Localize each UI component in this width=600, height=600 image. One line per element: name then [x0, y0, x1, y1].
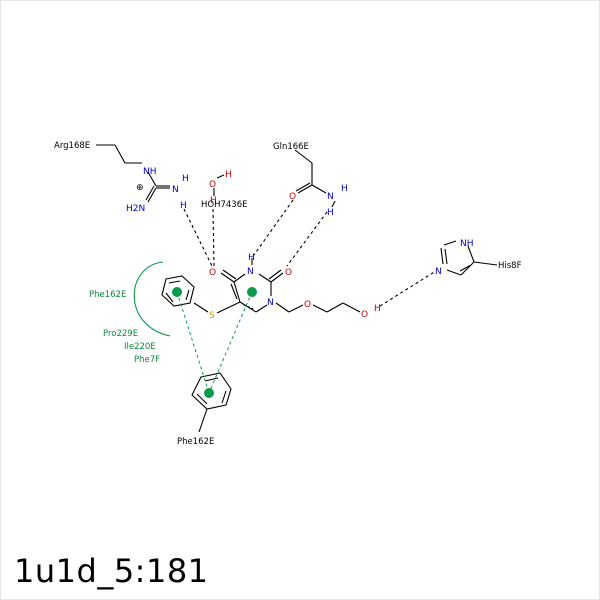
hydroxyl-o-label: O: [361, 310, 368, 320]
hydrophobic-arc: [133, 261, 171, 337]
hydrophobic-label-1: Pro229E: [103, 329, 138, 339]
ring-h-label: H: [248, 253, 255, 263]
hydrogen-bonds: [183, 199, 437, 307]
arg-charge-icon: ⊕: [136, 183, 144, 193]
hbond-gln-o: [286, 211, 328, 267]
hbond-gln-nh: [253, 199, 294, 256]
arg-h2-label: H: [180, 201, 187, 211]
hydrophobic-label-2: Ile220E: [124, 342, 156, 352]
gln-h1-label: H: [341, 184, 348, 194]
ether-o-label: O: [304, 300, 311, 310]
gln-sidechain: [294, 149, 336, 208]
ring-n1-label: N: [247, 267, 254, 277]
ligand-phenyl-ring: [161, 275, 209, 313]
hydroxyl-h-label: H: [374, 304, 381, 314]
arg-n-label: N: [172, 185, 179, 195]
water-h1-label: H: [225, 170, 232, 180]
arg-sidechain: [96, 144, 170, 203]
hydrophobic-label-3: Phe7F: [134, 355, 160, 365]
gln-n-label: N: [327, 192, 334, 202]
gln-h2-label: H: [327, 208, 334, 218]
hydrophobic-label-0: Phe162E: [89, 290, 126, 300]
gln-label: Gln166E: [273, 142, 309, 152]
pyrimidine-ring: [216, 258, 361, 314]
arg-nh2-label: H2N: [126, 204, 145, 214]
diagram-title: 1u1d_5:181: [14, 552, 209, 590]
hbond-arg-o: [183, 208, 213, 267]
water-label: HOH7436E: [201, 200, 247, 210]
his-n-label: N: [435, 267, 442, 277]
his-label: His8F: [498, 261, 522, 271]
hbond-water-o: [212, 208, 215, 267]
water: [213, 174, 225, 196]
phe-bottom-label: Phe162E: [177, 437, 214, 447]
gln-o-label: O: [289, 192, 296, 202]
pi-stacking: [176, 291, 253, 394]
hbond-his-oh: [379, 270, 437, 307]
phe-bottom-ring: [191, 372, 232, 433]
sulfur-label: S: [209, 311, 215, 321]
pi-line-phenyl: [176, 291, 210, 394]
water-h2-label: H: [210, 196, 217, 206]
water-o-label: O: [209, 180, 216, 190]
ring-o1-label: O: [209, 268, 216, 278]
pi-line-pyrimidine: [208, 291, 253, 394]
arg-h1-label: H: [182, 174, 189, 184]
arg-nh-label: NH: [143, 167, 157, 177]
ring-o2-label: O: [285, 268, 292, 278]
his-nh-label: NH: [460, 239, 474, 249]
his-imidazole: [440, 240, 498, 276]
ring-n3-label: N: [267, 298, 274, 308]
arg-label: Arg168E: [54, 141, 90, 151]
